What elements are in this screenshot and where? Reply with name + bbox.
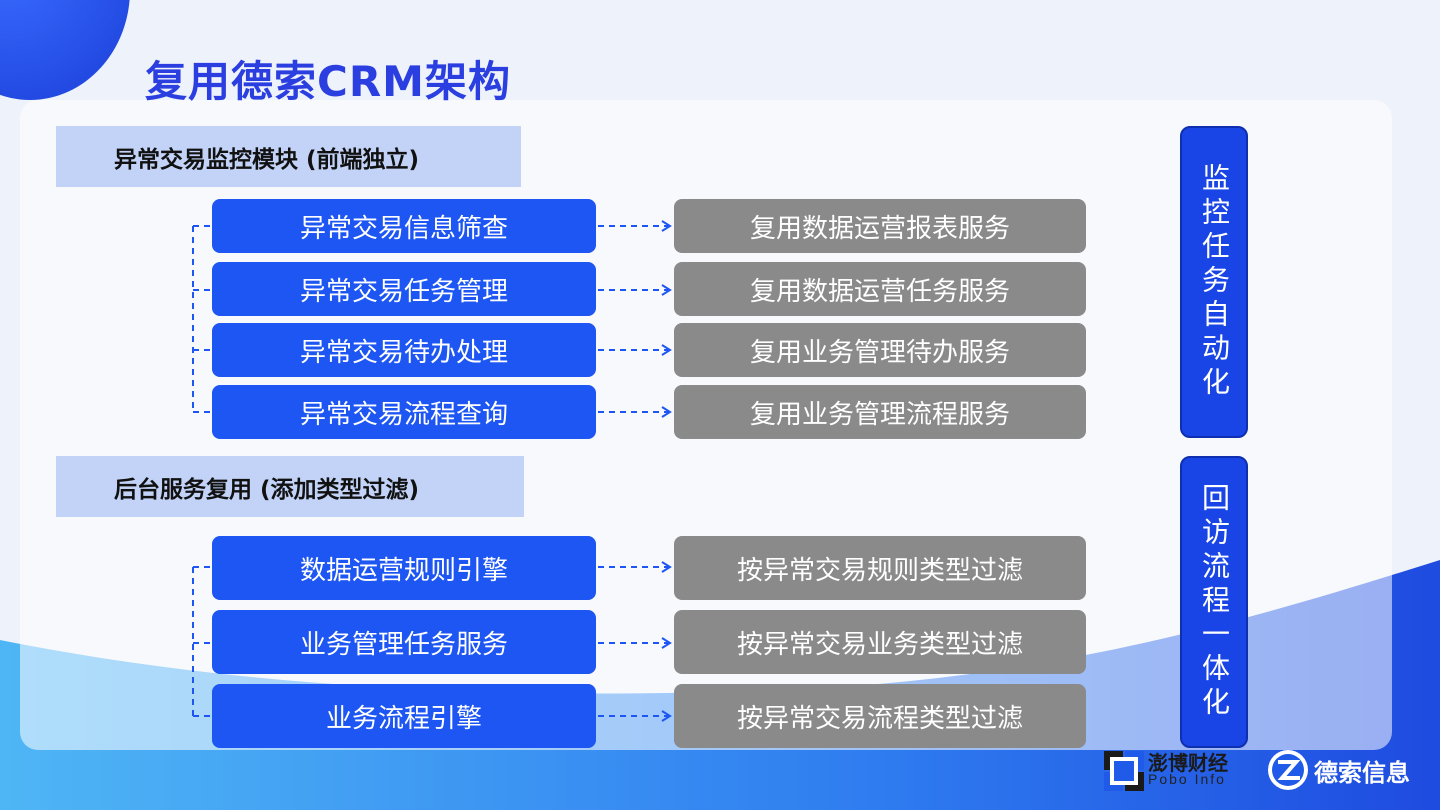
box-reuse-process-service: 复用业务管理流程服务 [674,385,1086,439]
box-abnormal-todo-handling: 异常交易待办处理 [212,323,596,377]
box-abnormal-task-management: 异常交易任务管理 [212,262,596,316]
pobo-logo-icon [1104,751,1144,791]
box-reuse-report-service: 复用数据运营报表服务 [674,199,1086,253]
side-box-callback-integration: 回访流程一体化 [1180,456,1248,748]
box-reuse-task-service: 复用数据运营任务服务 [674,262,1086,316]
box-filter-rule-type: 按异常交易规则类型过滤 [674,536,1086,600]
page-title: 复用德索CRM架构 [145,57,511,106]
side-box-monitoring-automation: 监控任务自动化 [1180,126,1248,438]
box-abnormal-process-query: 异常交易流程查询 [212,385,596,439]
box-filter-process-type: 按异常交易流程类型过滤 [674,684,1086,748]
pobo-logo-cn: 澎博财经 [1148,751,1228,775]
side-box-monitoring-automation-label: 监控任务自动化 [1198,163,1231,401]
side-box-callback-integration-label: 回访流程一体化 [1198,483,1231,721]
box-rule-engine: 数据运营规则引擎 [212,536,596,600]
pobo-logo-en: Pobo Info [1148,771,1226,787]
desuo-logo-icon [1268,750,1308,790]
footer-logos: 澎博财经 Pobo Info 德索信息 [1100,745,1430,795]
desuo-logo-cn: 德索信息 [1314,759,1410,787]
section-header-backend: 后台服务复用 (添加类型过滤) [56,456,524,517]
box-filter-business-type: 按异常交易业务类型过滤 [674,610,1086,674]
box-process-engine: 业务流程引擎 [212,684,596,748]
section-header-monitoring: 异常交易监控模块 (前端独立) [56,126,521,187]
box-reuse-todo-service: 复用业务管理待办服务 [674,323,1086,377]
box-task-service: 业务管理任务服务 [212,610,596,674]
box-abnormal-info-screening: 异常交易信息筛查 [212,199,596,253]
